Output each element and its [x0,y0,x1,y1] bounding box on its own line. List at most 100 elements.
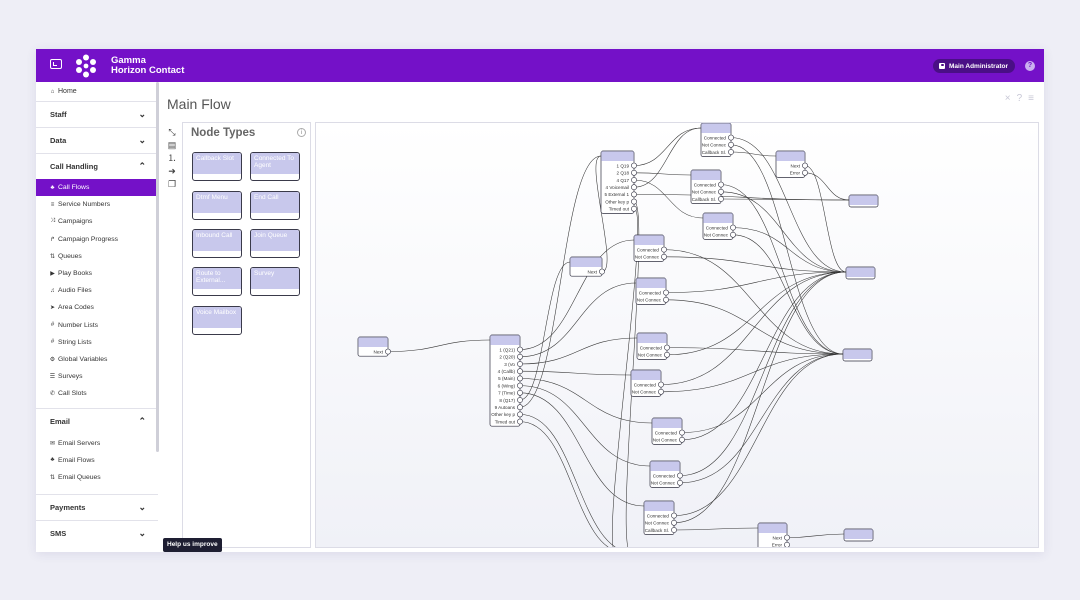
help-icon[interactable]: ? [1025,61,1035,71]
node-output-port[interactable] [631,198,637,205]
node-type-route-to-external-[interactable]: Route to External... [192,267,242,296]
sidebar-section-payments[interactable]: Payments ⌄ [36,494,158,520]
node-type-callback-slot[interactable]: Callback Slot [192,152,242,181]
node-output-port[interactable] [730,231,736,238]
copy-icon[interactable]: ❐ [167,179,177,189]
node-output-port[interactable] [671,527,677,533]
sidebar-item-number-lists[interactable]: #Number Lists [36,317,158,334]
node-output-port[interactable] [631,177,637,183]
sidebar-item-global-variables[interactable]: ⚙Global Variables [49,355,108,363]
node-output-port[interactable] [661,253,667,260]
node-output-port[interactable] [728,141,734,148]
flow-node-next-node[interactable]: Next [569,256,605,277]
node-output-port[interactable] [517,397,523,403]
node-output-port[interactable] [631,184,637,191]
node-output-port[interactable] [631,191,637,198]
node-output-port[interactable] [728,149,734,155]
sidebar-item-home[interactable]: ⌂ Home [36,82,158,101]
sidebar-item-email-queues[interactable]: ⇅Email Queues [49,473,101,481]
sidebar-section-call-handling[interactable]: Call Handling ⌃ [36,153,158,179]
node-type-dtmf-menu[interactable]: Dtmf Menu [192,191,242,220]
sidebar-section-data[interactable]: Data ⌄ [36,127,158,153]
node-output-port[interactable] [517,411,523,418]
sidebar-item-email-servers[interactable]: ✉Email Servers [49,439,101,447]
node-output-port[interactable] [664,344,670,351]
node-output-port[interactable] [631,162,637,169]
sidebar-item-call-flows[interactable]: ♣Call Flows [36,179,158,197]
flow-node-dtmf-menu[interactable]: 1 (Q21)2 (Q20)3 (Vo4 (Callb)5 (Main)6 (W… [489,334,523,427]
node-output-port[interactable] [802,169,808,176]
user-menu-button[interactable]: Main Administrator [933,59,1015,73]
flow-node-end-call-d[interactable] [843,528,874,542]
node-output-port[interactable] [631,205,637,212]
numbered-list-icon[interactable]: ⒈ [167,153,177,163]
node-output-port[interactable] [517,368,523,375]
node-output-port[interactable] [679,429,685,436]
menu-icon[interactable]: ≡ [1028,93,1034,104]
node-output-port[interactable] [385,348,391,355]
sidebar-item-call-slots[interactable]: ✆Call Slots [49,390,87,398]
node-type-connected-to-agent[interactable]: Connected To Agent [250,152,300,181]
node-output-port[interactable] [802,162,808,169]
node-output-port[interactable] [599,268,605,275]
sidebar-item-campaigns[interactable]: ⤨Campaigns [36,213,158,230]
sidebar-toggle-icon[interactable] [50,59,62,69]
node-output-port[interactable] [663,296,669,303]
sidebar-section-email[interactable]: Email ⌃ [36,408,158,434]
node-output-port[interactable] [718,196,724,202]
collapse-icon[interactable]: ⤡ [168,127,176,137]
sidebar-item-campaign-progress[interactable]: ↱Campaign Progress [49,235,119,243]
node-output-port[interactable] [517,346,523,353]
flow-node-end-call-c[interactable] [842,348,873,362]
node-type-voice-mailbox[interactable]: Voice Mailbox [192,306,242,335]
node-output-port[interactable] [661,246,667,253]
info-icon[interactable]: i [297,128,306,137]
close-icon[interactable]: × [1004,93,1011,104]
arrow-right-icon[interactable]: ➜ [168,166,176,176]
node-output-port[interactable] [679,436,685,443]
sidebar-item-surveys[interactable]: ☰Surveys [49,373,83,381]
node-output-port[interactable] [517,375,523,382]
sidebar-section-sms[interactable]: SMS ⌄ [36,520,158,546]
sidebar-item-play-books[interactable]: ▶Play Books [36,265,158,282]
node-output-port[interactable] [517,389,523,396]
node-output-port[interactable] [671,519,677,526]
node-output-port[interactable] [517,418,523,425]
node-output-port[interactable] [718,188,724,195]
sidebar-item-queues[interactable]: ⇅Queues [49,252,82,260]
node-output-port[interactable] [677,479,683,486]
help-us-improve-button[interactable]: Help us improve [163,538,222,552]
node-output-port[interactable] [784,534,790,541]
sidebar-item-area-codes[interactable]: ➤Area Codes [49,304,94,312]
node-output-port[interactable] [730,224,736,231]
node-type-inbound-call[interactable]: Inbound Call [192,229,242,258]
sidebar-scrollbar[interactable] [156,82,159,452]
node-output-port[interactable] [631,169,637,176]
node-output-port[interactable] [517,404,523,411]
node-output-port[interactable] [517,353,523,360]
flow-diagram[interactable]: Next 1 (Q21)2 (Q20)3 (Vo4 (Callb)5 (Main)… [316,123,1039,548]
node-output-port[interactable] [728,134,734,141]
node-output-port[interactable] [663,289,669,296]
sidebar-item-email-flows[interactable]: ♣Email Flows [36,452,158,469]
flow-node-end-call-a[interactable] [848,194,879,208]
node-output-port[interactable] [664,351,670,358]
document-list-icon[interactable]: ▤ [167,140,177,150]
node-output-port[interactable] [671,512,677,519]
flow-node-end-call-b[interactable] [845,266,876,280]
sidebar-item-string-lists[interactable]: #String Lists [36,334,158,351]
node-type-end-call[interactable]: End Call [250,191,300,220]
sidebar-item-audio-files[interactable]: ♫Audio Files [36,282,158,299]
